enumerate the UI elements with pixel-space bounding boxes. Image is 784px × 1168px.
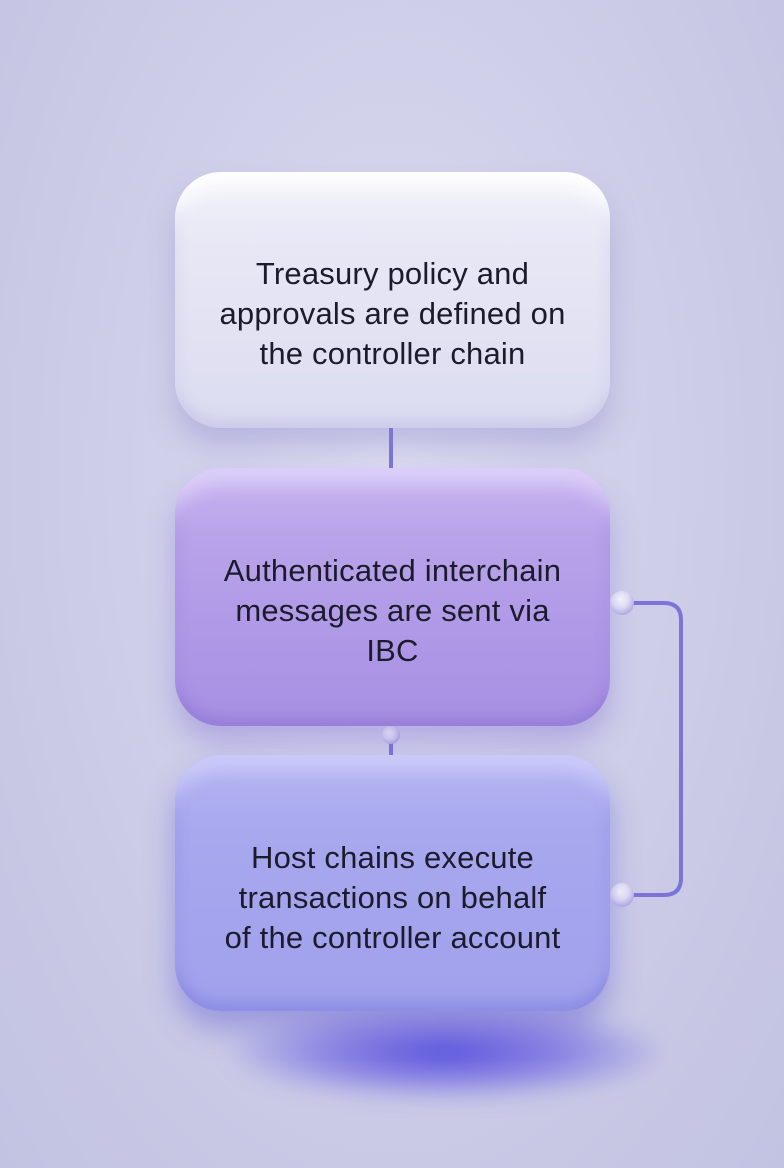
step-3-box: Host chains execute transactions on beha…	[175, 755, 610, 1011]
step-2-line-3: IBC	[224, 631, 561, 671]
connector-loop-knob-bottom	[610, 883, 634, 907]
step-2-line-1: Authenticated interchain	[224, 551, 561, 591]
step-3-text: Host chains execute transactions on beha…	[225, 838, 561, 958]
step-3-line-3: of the controller account	[225, 918, 561, 958]
step-1-text: Treasury policy and approvals are define…	[219, 254, 565, 374]
step-1-line-3: the controller chain	[219, 334, 565, 374]
step-3-line-1: Host chains execute	[225, 838, 561, 878]
step-2-box: Authenticated interchain messages are se…	[175, 468, 610, 726]
step-2-line-2: messages are sent via	[224, 591, 561, 631]
connector-loop	[622, 603, 681, 895]
connector-loop-knob-top	[610, 591, 634, 615]
step-1-line-1: Treasury policy and	[219, 254, 565, 294]
step-2-text: Authenticated interchain messages are se…	[224, 551, 561, 671]
step-1-box: Treasury policy and approvals are define…	[175, 172, 610, 428]
step-1-line-2: approvals are defined on	[219, 294, 565, 334]
connector-2-3-knob-top	[382, 726, 400, 744]
step-3-line-2: transactions on behalf	[225, 878, 561, 918]
